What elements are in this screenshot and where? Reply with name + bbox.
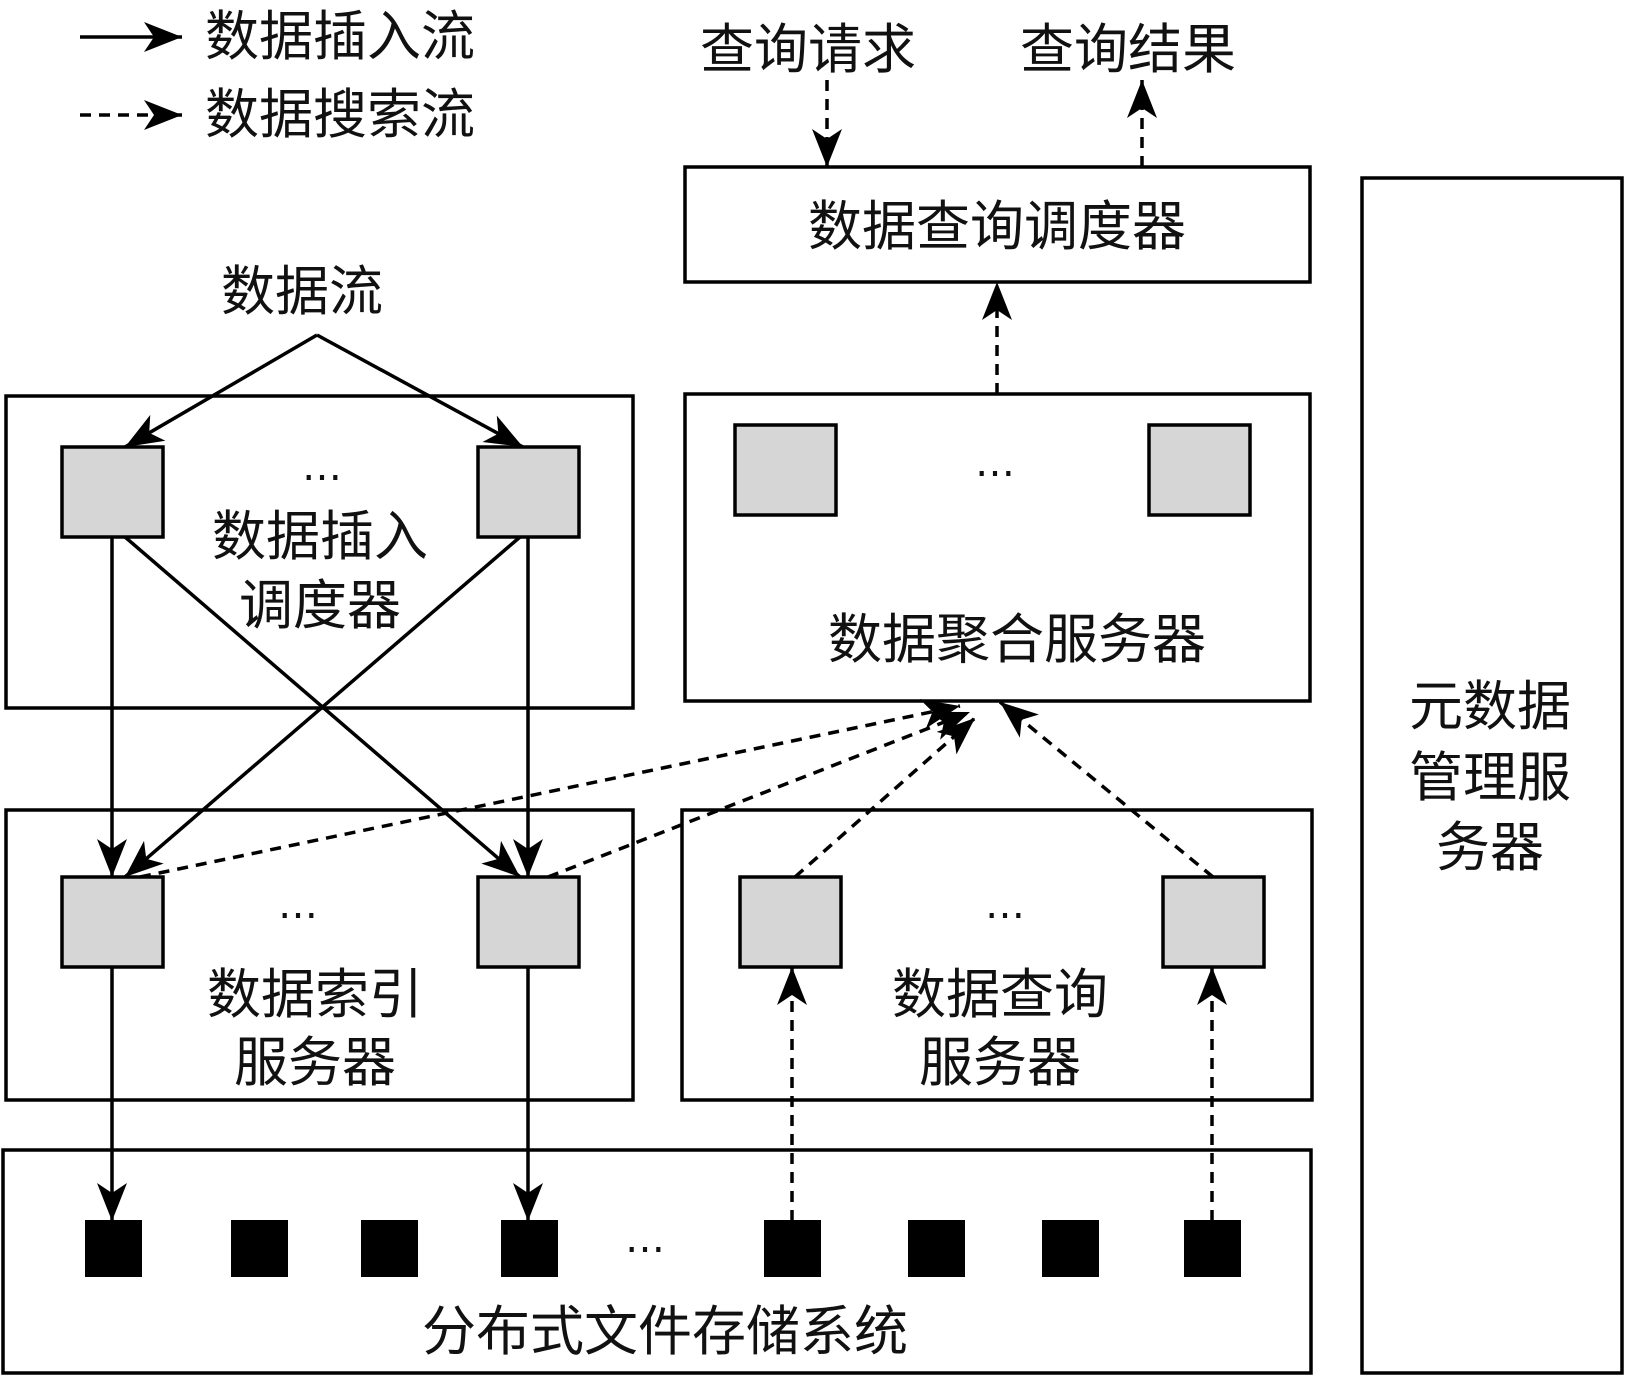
aggregation-server-ellipsis: … bbox=[975, 440, 1015, 486]
metadata-server-box bbox=[1360, 176, 1624, 1375]
index-node-right bbox=[476, 875, 581, 969]
insert-scheduler-label-line1: 数据插入 bbox=[212, 505, 428, 568]
aggregation-node-left bbox=[733, 423, 838, 517]
metadata-server-label-line3: 务器 bbox=[1436, 816, 1544, 879]
query-server-label-line2: 服务器 bbox=[919, 1031, 1081, 1094]
dfs-block bbox=[908, 1220, 965, 1277]
insert-flow-arrows bbox=[97, 333, 543, 1221]
dfs-block bbox=[764, 1220, 821, 1277]
query-server-ellipsis: … bbox=[985, 882, 1025, 928]
index-server-label-line2: 服务器 bbox=[234, 1031, 396, 1094]
dfs-ellipsis: … bbox=[625, 1216, 665, 1262]
query-result-label: 查询结果 bbox=[1020, 18, 1236, 81]
query-scheduler-label: 数据查询调度器 bbox=[808, 195, 1186, 258]
insert-node-right bbox=[476, 445, 581, 539]
dfs-block bbox=[231, 1220, 288, 1277]
query-left-to-aggregation-arrow bbox=[793, 716, 977, 879]
dfs-block bbox=[1184, 1220, 1241, 1277]
metadata-server-label-line1: 元数据 bbox=[1409, 675, 1571, 738]
index-left-to-aggregation-arrow bbox=[139, 699, 961, 879]
insert-right-to-index-left-arrow bbox=[123, 535, 522, 879]
metadata-server-label-line2: 管理服 bbox=[1409, 746, 1571, 809]
aggregation-server-label: 数据聚合服务器 bbox=[828, 608, 1206, 671]
query-server-label-line1: 数据查询 bbox=[892, 963, 1108, 1026]
index-server-label-line1: 数据索引 bbox=[207, 963, 423, 1026]
stream-to-insert-left-arrow bbox=[124, 333, 318, 449]
query-right-to-aggregation-arrow bbox=[998, 700, 1215, 879]
dfs-label: 分布式文件存储系统 bbox=[422, 1300, 908, 1363]
search-flow-arrows bbox=[139, 80, 1227, 1221]
query-node-left bbox=[738, 875, 843, 969]
index-node-left bbox=[60, 875, 165, 969]
query-request-label: 查询请求 bbox=[700, 18, 916, 81]
legend: 数据插入流 数据搜索流 bbox=[80, 5, 475, 146]
insert-scheduler-ellipsis: … bbox=[302, 444, 342, 490]
stream-to-insert-right-arrow bbox=[316, 333, 524, 449]
legend-insert-flow-label: 数据插入流 bbox=[205, 5, 475, 68]
dfs-block bbox=[1042, 1220, 1099, 1277]
insert-scheduler-label-line2: 调度器 bbox=[239, 574, 401, 637]
dfs-block bbox=[501, 1220, 558, 1277]
data-stream-label: 数据流 bbox=[221, 260, 383, 323]
aggregation-node-right bbox=[1147, 423, 1252, 517]
dfs-block bbox=[85, 1220, 142, 1277]
dfs-block bbox=[361, 1220, 418, 1277]
index-server-ellipsis: … bbox=[278, 882, 318, 928]
query-node-right bbox=[1161, 875, 1266, 969]
legend-search-flow-label: 数据搜索流 bbox=[205, 83, 475, 146]
insert-node-left bbox=[60, 445, 165, 539]
